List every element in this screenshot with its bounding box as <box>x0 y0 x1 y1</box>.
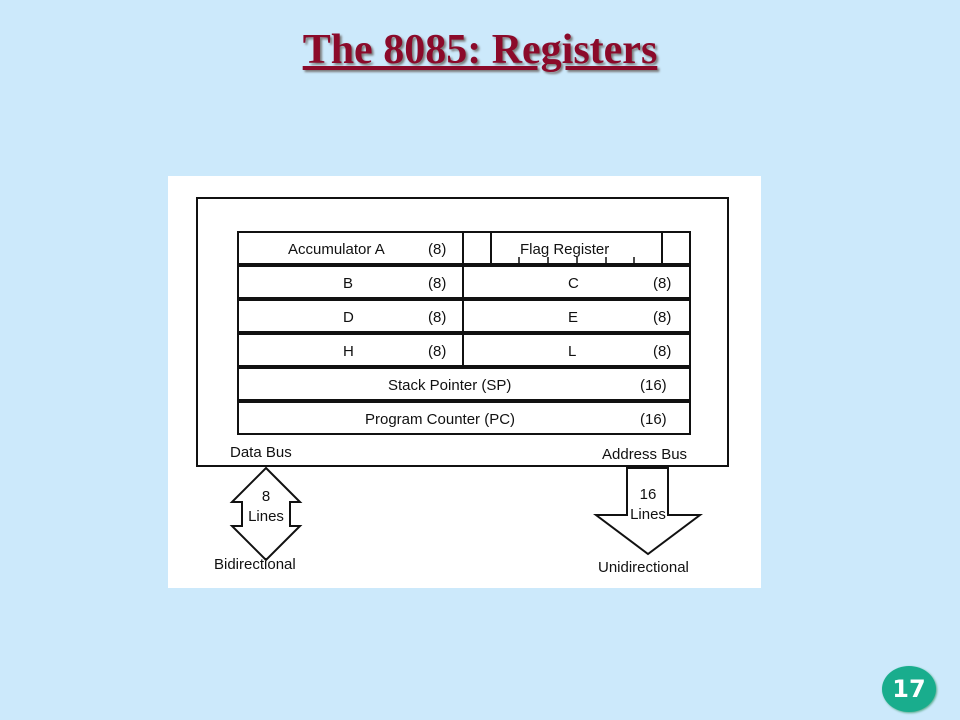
register-h-label: H <box>343 343 354 360</box>
register-row-pc <box>237 401 691 435</box>
data-bus-lines-count: 8 <box>262 488 270 505</box>
bidirectional-arrow-icon <box>229 466 303 562</box>
register-c-bits: (8) <box>653 275 671 292</box>
register-h-bits: (8) <box>428 343 446 360</box>
address-bus-label: Address Bus <box>602 446 687 463</box>
register-l-bits: (8) <box>653 343 671 360</box>
cpu-outline <box>196 197 729 467</box>
page-number-badge: 17 <box>882 666 936 712</box>
address-bus-lines-word: Lines <box>630 506 666 523</box>
register-d-label: D <box>343 309 354 326</box>
stack-pointer-bits: (16) <box>640 377 667 394</box>
stack-pointer-label: Stack Pointer (SP) <box>388 377 511 394</box>
register-e-label: E <box>568 309 578 326</box>
register-diagram-svg: Accumulator A (8) Flag Register B (8) C … <box>196 197 729 576</box>
address-bus-direction: Unidirectional <box>598 559 689 576</box>
register-d-bits: (8) <box>428 309 446 326</box>
flag-register-label: Flag Register <box>520 241 609 258</box>
register-e-bits: (8) <box>653 309 671 326</box>
register-diagram: Accumulator A (8) Flag Register B (8) C … <box>168 176 761 588</box>
address-bus-lines-count: 16 <box>640 486 657 503</box>
register-c-label: C <box>568 275 579 292</box>
register-row-sp <box>237 367 691 401</box>
register-b-bits: (8) <box>428 275 446 292</box>
slide-title: The 8085: Registers <box>302 27 658 73</box>
register-l-label: L <box>568 343 576 360</box>
data-bus-label: Data Bus <box>230 444 292 461</box>
down-arrow-icon <box>593 467 703 556</box>
data-bus-lines-word: Lines <box>248 508 284 525</box>
accumulator-bits: (8) <box>428 241 446 258</box>
program-counter-bits: (16) <box>640 411 667 428</box>
accumulator-label: Accumulator A <box>288 241 385 258</box>
program-counter-label: Program Counter (PC) <box>365 411 515 428</box>
flag-bit-ticks <box>518 257 635 264</box>
data-bus-direction: Bidirectional <box>214 556 296 573</box>
register-b-label: B <box>343 275 353 292</box>
